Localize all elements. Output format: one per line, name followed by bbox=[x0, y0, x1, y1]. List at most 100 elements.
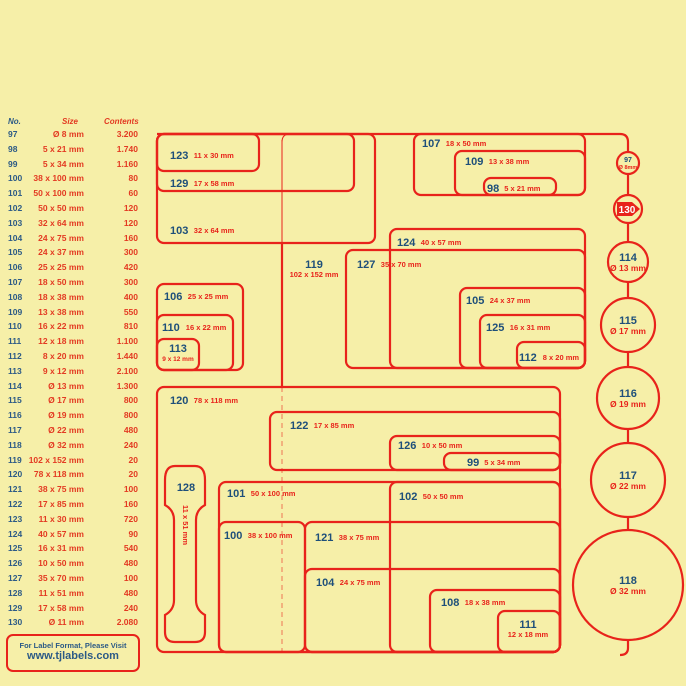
label-dimension: 50 x 100 mm bbox=[251, 489, 296, 498]
label-number: 129 bbox=[170, 178, 188, 190]
label-size: 35 x 70 mm bbox=[38, 573, 84, 583]
label-dimension: Ø 13 mm bbox=[610, 263, 646, 273]
label-size: Ø 13 mm bbox=[48, 380, 84, 391]
label-size: Ø 22 mm bbox=[48, 425, 84, 435]
label-number: 130 bbox=[8, 617, 23, 628]
label-dimension: 25 x 25 mm bbox=[188, 292, 229, 301]
label-dimension: 13 x 38 mm bbox=[489, 157, 530, 166]
label-number: 124 bbox=[397, 237, 416, 249]
label-number: 105 bbox=[8, 247, 23, 258]
label-size: 17 x 85 mm bbox=[38, 499, 84, 509]
label-contents: 300 bbox=[123, 277, 138, 287]
label-dimension: 17 x 85 mm bbox=[314, 421, 355, 430]
label-number: 122 bbox=[8, 499, 23, 509]
label-contents: 300 bbox=[123, 247, 138, 258]
label-dimension: Ø 19 mm bbox=[610, 399, 646, 409]
label-size: Ø 32 mm bbox=[48, 439, 84, 450]
label-size: 16 x 22 mm bbox=[38, 321, 84, 332]
label-number: 119 bbox=[8, 454, 22, 465]
label-contents: 160 bbox=[123, 232, 138, 243]
label-size: 9 x 12 mm bbox=[42, 365, 84, 376]
visit-website-box[interactable]: For Label Format, Please Visit www.tjlab… bbox=[6, 634, 140, 672]
label-size: 11 x 51 mm bbox=[38, 587, 84, 598]
label-number: 109 bbox=[8, 306, 23, 317]
label-contents: 240 bbox=[123, 439, 138, 450]
label-number: 129 bbox=[8, 602, 23, 613]
label-number: 121 bbox=[8, 484, 23, 495]
website-link[interactable]: www.tjlabels.com bbox=[27, 650, 119, 662]
label-dimension: Ø 8mm bbox=[619, 165, 638, 171]
label-dimension: 24 x 37 mm bbox=[490, 296, 531, 305]
label-dimension: 16 x 22 mm bbox=[186, 323, 227, 332]
label-dimension: Ø 17 mm bbox=[610, 326, 646, 336]
label-contents: 60 bbox=[128, 188, 138, 199]
label-contents: 540 bbox=[123, 543, 138, 554]
table-row: 114 Ø 13 mm 1.300 bbox=[0, 381, 150, 395]
label-box-113 bbox=[155, 337, 201, 372]
label-size: 50 x 100 mm bbox=[33, 188, 84, 199]
label-size: 10 x 50 mm bbox=[38, 558, 84, 569]
label-box-121 bbox=[303, 520, 562, 654]
header-size: Size bbox=[62, 117, 79, 126]
header-contents: Contents bbox=[104, 117, 139, 126]
label-number: 110 bbox=[162, 322, 180, 334]
label-number: 98 bbox=[487, 183, 499, 195]
label-number: 114 bbox=[619, 252, 638, 264]
label-size: 12 x 18 mm bbox=[38, 336, 84, 347]
label-contents: 2.100 bbox=[116, 365, 138, 376]
label-contents: 1.300 bbox=[116, 380, 138, 391]
label-size: 102 x 152 mm bbox=[28, 454, 84, 465]
label-number: 110 bbox=[8, 321, 22, 332]
label-dimension: 40 x 57 mm bbox=[421, 238, 462, 247]
label-dimension: 16 x 31 mm bbox=[510, 323, 551, 332]
text-backdrop bbox=[618, 251, 638, 273]
label-number: 108 bbox=[441, 597, 459, 609]
label-dimension: 78 x 118 mm bbox=[194, 396, 239, 405]
label-number: 120 bbox=[170, 395, 188, 407]
label-contents: 800 bbox=[123, 395, 138, 406]
label-size: 11 x 30 mm bbox=[38, 513, 84, 524]
label-dimension: Ø 32 mm bbox=[610, 586, 646, 596]
label-number: 123 bbox=[8, 513, 23, 524]
label-size: 17 x 58 mm bbox=[38, 602, 84, 613]
label-contents: 720 bbox=[123, 513, 138, 524]
label-number: 128 bbox=[177, 482, 195, 494]
label-circle-97 bbox=[615, 150, 641, 176]
label-number: 127 bbox=[8, 573, 23, 583]
label-number: 98 bbox=[8, 143, 18, 154]
label-number: 128 bbox=[8, 587, 23, 598]
label-number: 126 bbox=[8, 558, 23, 569]
label-contents: 420 bbox=[123, 262, 138, 273]
label-dimension: 102 x 152 mm bbox=[290, 270, 339, 279]
label-dimension: 18 x 50 mm bbox=[446, 139, 487, 148]
text-backdrop bbox=[618, 314, 638, 336]
label-number: 126 bbox=[398, 440, 416, 452]
label-number: 111 bbox=[519, 619, 536, 631]
label-number: 124 bbox=[8, 528, 23, 539]
label-number: 116 bbox=[619, 388, 637, 400]
label-contents: 1.440 bbox=[116, 351, 138, 361]
label-contents: 1.740 bbox=[116, 143, 138, 154]
label-box-129 bbox=[155, 132, 356, 193]
label-dimension: 17 x 58 mm bbox=[194, 179, 235, 188]
label-size: Ø 8 mm bbox=[52, 129, 84, 139]
label-contents: 400 bbox=[123, 291, 138, 302]
label-contents: 20 bbox=[128, 454, 138, 465]
label-dimension: 8 x 20 mm bbox=[543, 353, 580, 362]
label-number: 103 bbox=[170, 225, 188, 237]
label-box-103 bbox=[155, 132, 377, 245]
label-number: 114 bbox=[8, 380, 22, 391]
